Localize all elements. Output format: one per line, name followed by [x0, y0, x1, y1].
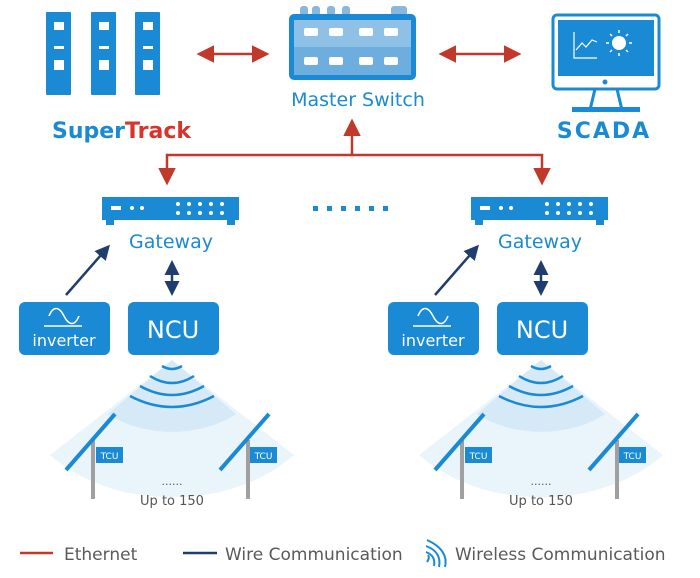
gateway-icon — [471, 197, 608, 225]
tcu-count: Up to 150 — [509, 494, 573, 509]
inverter-box — [19, 302, 110, 355]
supertrack-logo: SuperTrack — [52, 119, 192, 144]
wire-link-inverter — [434, 244, 479, 296]
gateway-icon — [102, 197, 239, 225]
ncu-box — [128, 302, 219, 355]
wireless-coverage — [419, 360, 663, 498]
inverter-label: inverter — [32, 331, 96, 350]
ac-wave-icon — [48, 307, 80, 325]
tracker-2: TCU — [218, 412, 277, 499]
ncu-label: NCU — [147, 316, 199, 344]
tracker-1: TCU — [64, 412, 123, 499]
tcu-label: TCU — [469, 452, 488, 462]
scada-monitor-icon — [551, 13, 661, 112]
inverter-label: inverter — [401, 331, 465, 350]
ac-wave-icon — [417, 307, 449, 325]
ncu-label: NCU — [516, 316, 568, 344]
tcu-label: TCU — [254, 452, 273, 462]
ncu-box — [497, 302, 588, 355]
cluster-left: Gateway inverter NCU TCU TCU ..... — [19, 197, 294, 509]
legend: Ethernet Wire Communication Wireless Com… — [20, 539, 666, 568]
wireless-icon — [425, 539, 447, 568]
more-gateways-dots — [313, 206, 388, 211]
ellipsis: ...... — [531, 475, 552, 488]
gateway-label: Gateway — [129, 231, 213, 253]
legend-wireless: Wireless Communication — [455, 545, 666, 565]
cluster-right: Gateway inverter NCU TCU TCU ..... — [388, 197, 663, 509]
tcu-count: Up to 150 — [140, 494, 204, 509]
tcu-label: TCU — [623, 452, 642, 462]
ethernet-tree — [158, 118, 551, 186]
tracker-1: TCU — [433, 412, 492, 499]
supertrack-server-icon — [46, 12, 160, 95]
tracker-2: TCU — [587, 412, 646, 499]
legend-wire: Wire Communication — [225, 545, 403, 565]
scada-label: SCADA — [557, 119, 651, 144]
ellipsis: ...... — [162, 475, 183, 488]
wire-link-inverter — [65, 244, 110, 296]
gateway-label: Gateway — [498, 231, 582, 253]
legend-ethernet: Ethernet — [64, 545, 138, 565]
master-switch-icon — [289, 6, 416, 80]
master-switch-label: Master Switch — [291, 89, 425, 111]
tcu-label: TCU — [100, 452, 119, 462]
wireless-coverage — [50, 360, 294, 498]
inverter-box — [388, 302, 479, 355]
